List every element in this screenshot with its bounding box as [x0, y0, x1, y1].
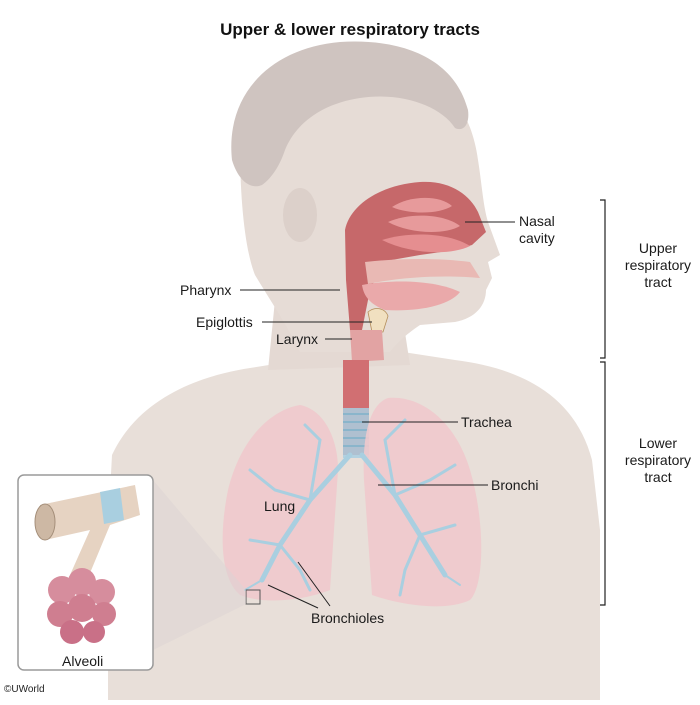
upper-tract-line1: Upper	[638, 240, 678, 256]
label-nasal-line1: Nasal	[519, 213, 555, 229]
left-lung	[222, 405, 338, 601]
label-upper-tract: Upper respiratory tract	[618, 240, 698, 291]
label-bronchioles: Bronchioles	[311, 610, 385, 626]
label-alveoli: Alveoli	[62, 653, 104, 669]
nasal-turbinate-lower	[382, 234, 470, 253]
palate	[365, 259, 480, 284]
leader-lines	[240, 221, 515, 609]
nasal-turbinate-middle	[388, 215, 460, 232]
lower-tract-line2: respiratory	[624, 452, 692, 468]
epiglottis-shape	[367, 308, 389, 333]
upper-tract-bracket	[600, 199, 606, 359]
label-epiglottis: Epiglottis	[196, 314, 253, 330]
label-nasal-cavity: Nasal cavity	[519, 213, 555, 247]
label-pharynx: Pharynx	[180, 282, 232, 298]
inset-bronchiole-blue-bands	[100, 488, 124, 524]
lower-tract-line3: tract	[644, 469, 672, 485]
zoom-cone	[153, 480, 246, 650]
label-bronchi: Bronchi	[491, 477, 539, 493]
label-lung: Lung	[264, 498, 296, 514]
bronchial-tree	[244, 418, 461, 597]
copyright-text: ©UWorld	[4, 684, 45, 695]
torso	[108, 350, 600, 700]
ear	[283, 188, 317, 242]
upper-tract-line2: respiratory	[624, 257, 692, 273]
larynx-shape	[350, 330, 384, 362]
inset-tube-opening	[34, 503, 56, 541]
leader-bronchioles-a	[267, 584, 319, 609]
lower-tract-bracket	[600, 361, 606, 606]
tongue	[362, 281, 460, 311]
nasal-cavity-region	[345, 181, 486, 330]
leader-bronchioles-b	[297, 561, 331, 607]
label-nasal-line2: cavity	[519, 230, 555, 246]
upper-tract-line3: tract	[644, 274, 672, 290]
label-larynx: Larynx	[276, 331, 319, 347]
lower-tract-line1: Lower	[638, 435, 678, 451]
inset-alveoli-cluster	[47, 568, 116, 644]
hair	[231, 41, 469, 187]
right-lung	[363, 397, 482, 607]
label-trachea: Trachea	[461, 414, 512, 430]
label-lower-tract: Lower respiratory tract	[618, 435, 698, 486]
page-title: Upper & lower respiratory tracts	[220, 20, 480, 39]
nasal-turbinate-upper	[392, 197, 452, 213]
